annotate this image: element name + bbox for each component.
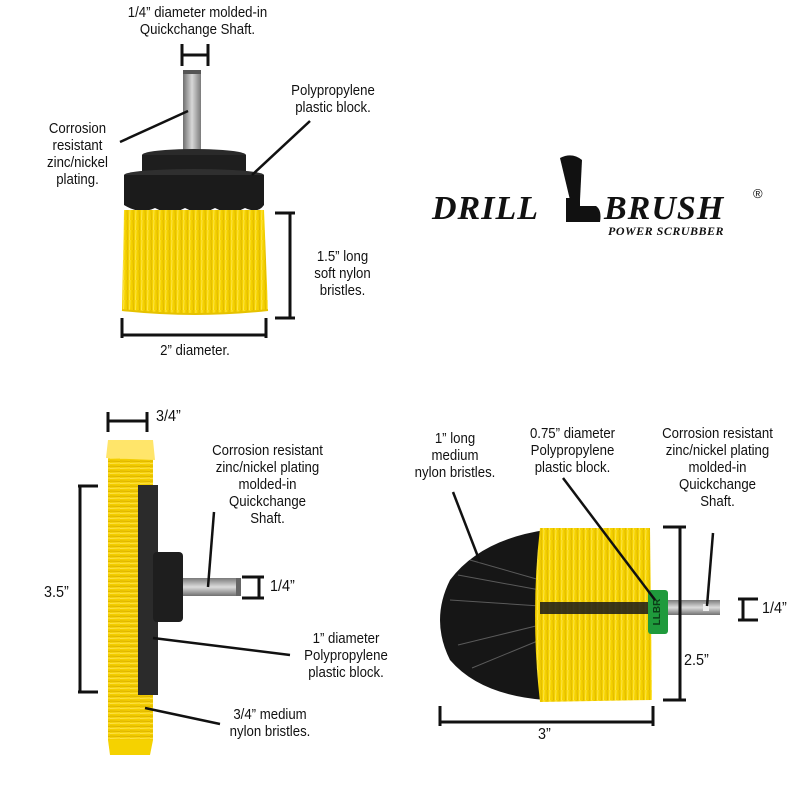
registered-mark: ® xyxy=(753,186,763,201)
dim-round-width: 3” xyxy=(538,726,551,743)
dimension-lines-brush-2 xyxy=(78,412,291,726)
brush-wheel xyxy=(106,440,241,755)
dim-wheel-width: 3/4” xyxy=(156,408,181,425)
brush-2in-flat xyxy=(121,70,269,315)
brush-round xyxy=(440,528,720,702)
green-collar xyxy=(648,590,668,634)
dim-wheel-height: 3.5” xyxy=(44,584,69,601)
plastic-block-base xyxy=(124,175,264,205)
label-bristles: 1.5” long soft nylon bristles. xyxy=(314,248,371,299)
label-round-bristles: 1” long medium nylon bristles. xyxy=(414,430,496,481)
hex-shaft xyxy=(668,600,720,615)
hex-shaft xyxy=(183,70,201,150)
label-diameter: 2” diameter. xyxy=(160,342,230,359)
dim-wheel-shaft: 1/4” xyxy=(270,578,295,595)
bristles-yellow xyxy=(535,528,652,702)
brand-tagline: POWER SCRUBBER xyxy=(608,224,725,238)
plastic-disc xyxy=(138,485,158,695)
label-round-block: 0.75” diameter Polypropylene plastic blo… xyxy=(529,425,616,476)
label-plating: Corrosion resistant zinc/nickel plating. xyxy=(47,120,108,188)
dim-round-height: 2.5” xyxy=(684,652,709,669)
label-plastic-block: Polypropylene plastic block. xyxy=(291,82,375,116)
dimension-lines-brush-3 xyxy=(438,477,758,726)
label-wheel-plating: Corrosion resistant zinc/nickel plating … xyxy=(212,442,323,527)
collar-text: LLBR xyxy=(652,598,663,625)
brand-word-brush: BRUSH xyxy=(604,190,725,227)
bristles-black xyxy=(440,530,545,700)
label-wheel-block: 1” diameter Polypropylene plastic block. xyxy=(304,630,388,681)
bristles-yellow xyxy=(122,210,268,314)
label-round-plating: Corrosion resistant zinc/nickel plating … xyxy=(662,425,773,510)
brand-word-drill: DRILL xyxy=(432,190,539,227)
drill-logo-icon xyxy=(560,155,601,222)
hex-shaft xyxy=(183,578,241,596)
label-wheel-bristles: 3/4” medium nylon bristles. xyxy=(229,706,311,740)
dimension-lines-brush-1 xyxy=(119,44,311,338)
plastic-hub xyxy=(153,552,183,622)
brand-logo: DRILL BRUSH POWER SCRUBBER ® xyxy=(430,160,770,240)
dim-round-shaft: 1/4” xyxy=(762,600,787,617)
label-shaft-diameter: 1/4” diameter molded-in Quickchange Shaf… xyxy=(127,4,268,38)
